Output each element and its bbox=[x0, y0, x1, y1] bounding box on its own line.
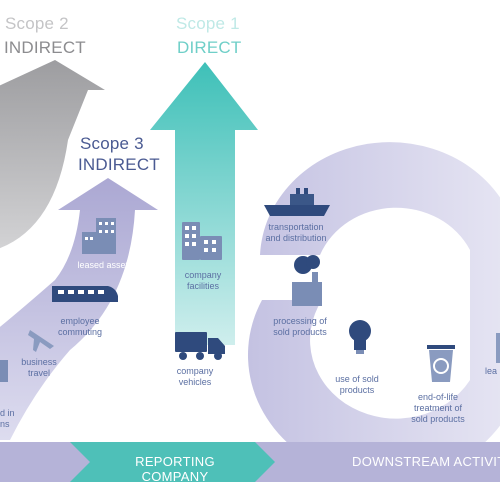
lightbulb-icon bbox=[349, 320, 371, 354]
end-of-life-label: end-of-life treatment of sold products bbox=[411, 392, 465, 424]
scope2-title: Scope 2 bbox=[5, 14, 69, 33]
leased-assets-downstream-icon bbox=[496, 333, 500, 363]
capital-goods-icon bbox=[0, 360, 8, 382]
leased-assets-label: leased assets bbox=[77, 260, 133, 270]
train-icon bbox=[52, 286, 118, 302]
scope3-subtitle: INDIRECT bbox=[78, 155, 160, 174]
purchased-energy-label: y, steam, r own use bbox=[2, 248, 42, 269]
use-sold-products-label: use of sold products bbox=[335, 374, 379, 395]
capital-goods-label: d in ns bbox=[0, 408, 15, 429]
leased-assets-downstream-label: lea bbox=[485, 366, 498, 376]
company-facilities-label: company facilities bbox=[184, 270, 222, 291]
downstream-ring bbox=[248, 142, 500, 481]
transportation-distribution-label: transportation and distribution bbox=[265, 222, 327, 243]
scope3-upstream-arrow bbox=[0, 178, 158, 440]
scope2-arrow bbox=[0, 60, 105, 249]
business-travel-label: business travel bbox=[21, 357, 57, 378]
scope1-subtitle: DIRECT bbox=[177, 38, 242, 57]
scope1-arrow bbox=[150, 62, 258, 345]
leased-assets-icon bbox=[82, 218, 116, 254]
recycle-bin-icon bbox=[427, 345, 455, 382]
scope1-title: Scope 1 bbox=[176, 14, 240, 33]
scope3-title: Scope 3 bbox=[80, 134, 144, 153]
company-vehicles-label: company vehicles bbox=[176, 366, 214, 387]
reporting-company-chevron bbox=[70, 442, 275, 482]
scope2-subtitle: INDIRECT bbox=[4, 38, 86, 57]
truck-icon bbox=[175, 332, 225, 360]
employee-commuting-label: employee commuting bbox=[57, 316, 102, 337]
processing-sold-products-label: processing of sold products bbox=[273, 316, 327, 337]
factory-icon bbox=[292, 255, 322, 306]
airplane-icon bbox=[28, 330, 54, 352]
company-facilities-icon bbox=[182, 222, 222, 260]
reporting-company-label: REPORTING COMPANY bbox=[135, 454, 215, 484]
downstream-activities-label: DOWNSTREAM ACTIVITI bbox=[352, 454, 500, 469]
ship-icon bbox=[264, 188, 330, 216]
